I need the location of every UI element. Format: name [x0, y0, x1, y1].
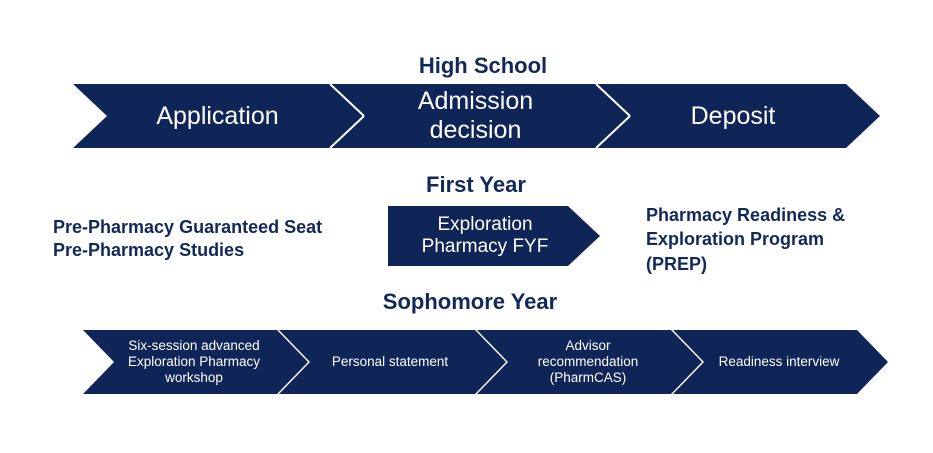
- chevron-label: Application: [156, 101, 279, 130]
- chevron-workshop: [83, 330, 308, 394]
- heading-high-school: High School: [418, 53, 548, 78]
- arrow-exploration-pharmacy-fyf: [388, 206, 600, 266]
- chevron-label: Six-session advanced Exploration Pharmac…: [127, 337, 261, 386]
- chevron-label: Advisor recommendation (PharmCAS): [537, 337, 639, 386]
- chevron-divider: [329, 83, 365, 117]
- chevron-readiness-interview: [673, 330, 888, 394]
- chevron-label: Readiness interview: [718, 353, 840, 369]
- chevron-personal-statement: [279, 330, 506, 394]
- chevron-deposit: [596, 84, 880, 148]
- heading-sophomore-year: Sophomore Year: [382, 289, 558, 314]
- chevron-label: Deposit: [690, 101, 776, 130]
- heading-first-year: First Year: [426, 172, 526, 197]
- chevron-label: Personal statement: [331, 353, 449, 369]
- arrow-label: Exploration Pharmacy FYF: [421, 214, 549, 257]
- chevron-divider: [595, 115, 631, 149]
- first-year-right-text: Pharmacy Readiness & Exploration Program…: [646, 205, 846, 274]
- chevron-admission-decision: [330, 84, 630, 148]
- chevron-advisor-recommendation: [477, 330, 702, 394]
- chevron-label: Admission decision: [417, 87, 534, 144]
- chevron-divider: [595, 83, 631, 117]
- chevron-divider: [329, 115, 365, 149]
- first-year-left-text: Pre-Pharmacy Guaranteed Seat Pre-Pharmac…: [53, 217, 323, 261]
- chevron-application: [73, 84, 364, 148]
